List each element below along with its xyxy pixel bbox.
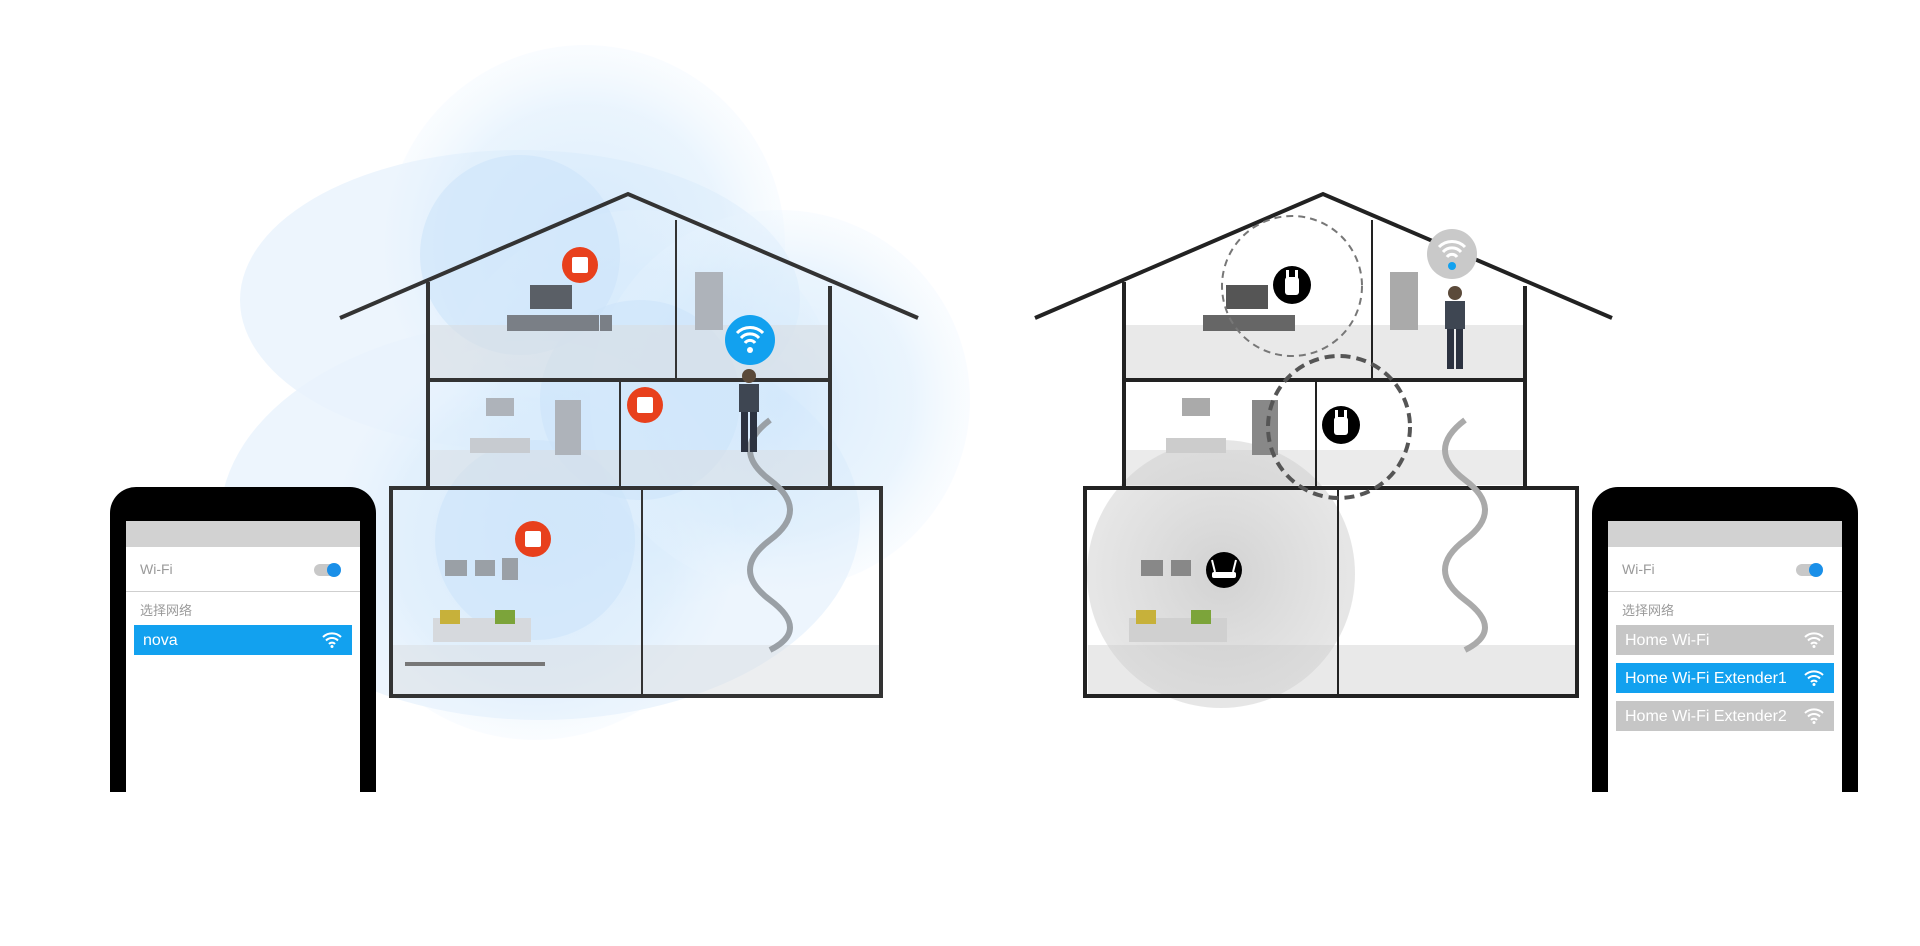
- network-item-extender1[interactable]: Home Wi-Fi Extender1: [1616, 663, 1834, 693]
- person-figure: [1445, 286, 1465, 369]
- extender-icon: [1322, 406, 1360, 444]
- network-item-extender2[interactable]: Home Wi-Fi Extender2: [1616, 701, 1834, 731]
- extender-house: [1034, 191, 1613, 708]
- network-name: Home Wi-Fi Extender2: [1625, 708, 1787, 725]
- wifi-signal-icon: [1427, 229, 1477, 279]
- phone-screen: Wi-Fi 选择网络 nova: [126, 521, 360, 792]
- wifi-icon: [322, 632, 342, 648]
- choose-network-label: 选择网络: [140, 603, 193, 618]
- status-bar: [1608, 521, 1842, 547]
- network-item-home-wifi[interactable]: Home Wi-Fi: [1616, 625, 1834, 655]
- wifi-icon: [1804, 632, 1824, 648]
- wifi-toggle-row: Wi-Fi: [126, 547, 360, 592]
- extender-range: [1266, 354, 1412, 500]
- status-bar: [126, 521, 360, 547]
- wifi-toggle-row: Wi-Fi: [1608, 547, 1842, 592]
- wifi-toggle[interactable]: [314, 563, 341, 577]
- house-outline: [1034, 191, 1613, 698]
- right-phone: Wi-Fi 选择网络 Home Wi-Fi Home Wi-Fi Extende…: [1592, 487, 1858, 792]
- wifi-toggle[interactable]: [1796, 563, 1823, 577]
- left-phone: Wi-Fi 选择网络 nova: [110, 487, 376, 792]
- wifi-label: Wi-Fi: [140, 561, 173, 577]
- phone-screen: Wi-Fi 选择网络 Home Wi-Fi Home Wi-Fi Extende…: [1608, 521, 1842, 792]
- network-name: Home Wi-Fi: [1625, 632, 1710, 649]
- choose-network-label: 选择网络: [1622, 603, 1675, 618]
- toggle-knob: [1809, 563, 1823, 577]
- router-icon: [1206, 552, 1242, 588]
- wifi-label: Wi-Fi: [1622, 561, 1655, 577]
- house-outline: [339, 191, 919, 698]
- mesh-node-icon: [515, 521, 551, 557]
- extender-icon: [1273, 266, 1311, 304]
- toggle-knob: [327, 563, 341, 577]
- mesh-node-icon: [627, 387, 663, 423]
- mesh-house: [220, 45, 970, 740]
- wifi-icon: [1804, 708, 1824, 724]
- wifi-icon: [1804, 670, 1824, 686]
- network-name: nova: [143, 632, 178, 649]
- wifi-signal-icon: [725, 315, 775, 365]
- furniture: [1129, 272, 1488, 653]
- network-name: Home Wi-Fi Extender1: [1625, 670, 1787, 687]
- furniture: [405, 272, 793, 666]
- extender-range: [1221, 215, 1363, 357]
- mesh-node-icon: [562, 247, 598, 283]
- person-figure: [739, 369, 759, 452]
- network-item-nova[interactable]: nova: [134, 625, 352, 655]
